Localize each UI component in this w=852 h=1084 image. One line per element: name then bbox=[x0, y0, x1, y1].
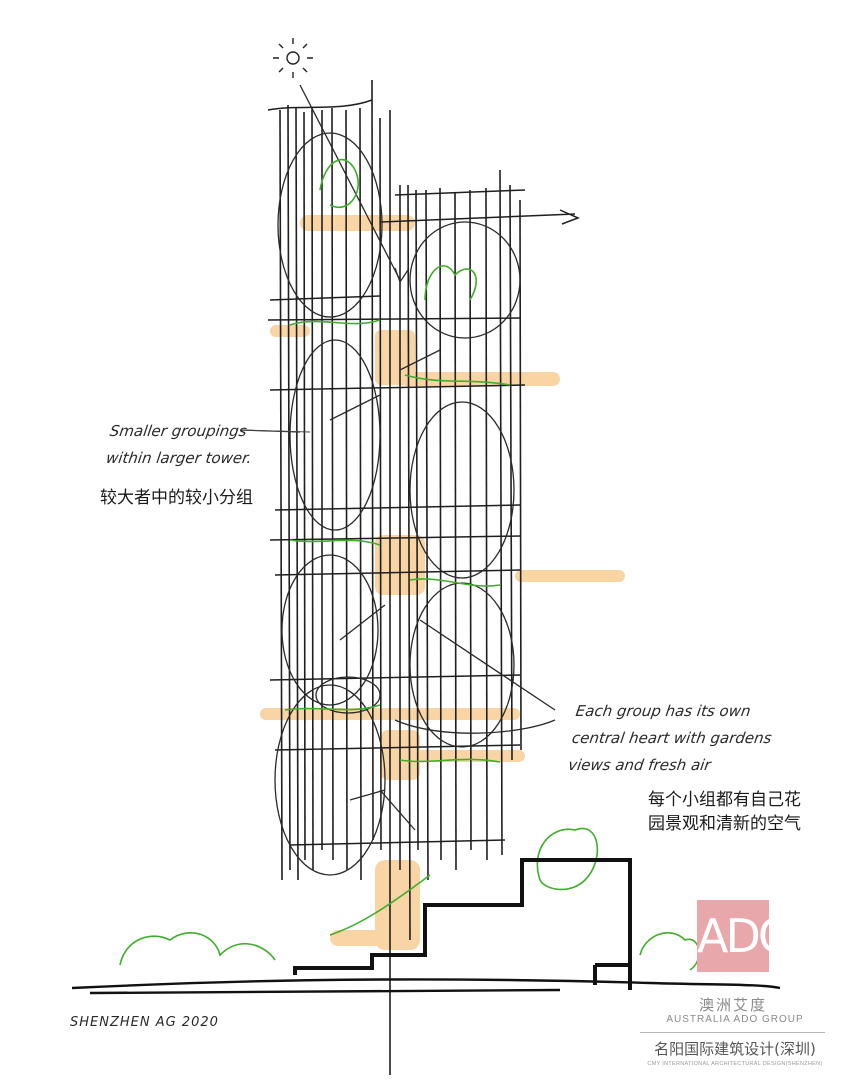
ado-logo-chinese: 澳洲艾度 bbox=[698, 996, 767, 1014]
tower-vertical-lines bbox=[279, 79, 522, 1075]
right-annotation-english: Each group has its own central heart wit… bbox=[566, 698, 777, 779]
leader-lines bbox=[239, 429, 311, 433]
ado-logo-english: AUSTRALIA ADO GROUP bbox=[666, 1014, 804, 1025]
left-annotation-line1: Smaller groupings bbox=[108, 422, 248, 440]
ado-logo: ADO bbox=[697, 900, 794, 972]
grouping-ovals bbox=[274, 132, 521, 876]
right-annotation-chinese-line1: 每个小组都有自己花 bbox=[648, 790, 801, 810]
right-annotation-line1: Each group has its own bbox=[574, 702, 752, 720]
sketch-signature: SHENZHEN AG 2020 bbox=[70, 1015, 219, 1030]
left-annotation-chinese: 较大者中的较小分组 bbox=[100, 488, 253, 508]
ado-logo-mark: ADO bbox=[697, 909, 794, 963]
right-annotation-chinese: 每个小组都有自己花 园景观和清新的空气 bbox=[648, 788, 801, 836]
right-annotation-line2: central heart with gardens bbox=[570, 729, 773, 747]
sun-icon bbox=[273, 38, 313, 78]
orange-wash bbox=[260, 215, 625, 950]
ground-line bbox=[71, 978, 781, 995]
firm-name-english: CMY INTERNATIONAL ARCHITECTURAL DESIGN(S… bbox=[647, 1061, 823, 1067]
right-annotation-line3: views and fresh air bbox=[567, 756, 712, 774]
tower-horizontal-lines bbox=[267, 99, 580, 846]
left-annotation-english: Smaller groupings within larger tower. bbox=[104, 418, 257, 472]
logo-divider bbox=[640, 1032, 825, 1033]
left-annotation-line2: within larger tower. bbox=[104, 449, 254, 467]
podium-outline bbox=[293, 858, 632, 990]
green-gardens bbox=[119, 158, 700, 971]
right-annotation-chinese-line2: 园景观和清新的空气 bbox=[648, 814, 801, 834]
firm-name-chinese: 名阳国际建筑设计(深圳) bbox=[654, 1040, 816, 1058]
